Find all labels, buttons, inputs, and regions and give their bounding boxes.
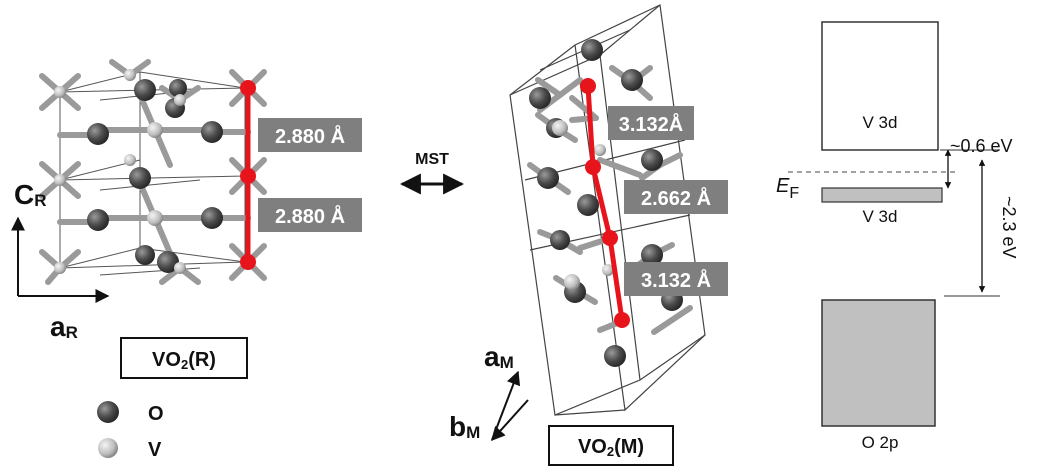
transition-arrow: MST <box>399 151 465 195</box>
legend-vanadium-label: V <box>148 439 162 461</box>
rutile-oxygen-atoms <box>87 79 223 273</box>
monoclinic-vv-chain <box>580 78 630 328</box>
monoclinic-bond-label-3: 3.132 Å <box>624 262 728 296</box>
rutile-phase-box: VO2(R) <box>120 337 248 379</box>
monoclinic-bond-label-2: 2.662 Å <box>624 180 728 214</box>
svg-text:3.132Å: 3.132Å <box>619 112 684 136</box>
axis-a-label: aR <box>50 311 78 342</box>
upper-v3d-band <box>821 21 939 151</box>
lower-v3d-label: V 3d <box>863 207 898 226</box>
o2p-label: O 2p <box>862 433 899 452</box>
axis-bM-label: bM <box>449 411 480 442</box>
legend-oxygen-swatch <box>97 401 119 423</box>
rutile-structure: 2.880 Å 2.880 Å <box>39 59 362 285</box>
legend-oxygen-label: O <box>148 403 164 425</box>
monoclinic-vanadium-atoms <box>552 120 614 290</box>
axis-aM-label: aM <box>484 341 514 372</box>
legend-vanadium-swatch <box>98 438 118 458</box>
monoclinic-phase-box: VO2(M) <box>548 425 674 466</box>
band-diagram: V 3d EF V 3d O 2p ~0.6 eV ~2.3 eV <box>776 21 1019 452</box>
svg-text:VO2(R): VO2(R) <box>152 349 216 372</box>
upper-v3d-label: V 3d <box>863 113 898 132</box>
monoclinic-structure: 3.132Å 2.662 Å 3.132 Å <box>509 4 728 416</box>
fermi-label: EF <box>776 175 799 202</box>
lower-v3d-band <box>821 187 943 203</box>
rutile-vv-chain <box>240 80 256 270</box>
monoclinic-bond-label-1: 3.132Å <box>608 106 694 140</box>
o2p-band <box>821 299 936 427</box>
rutile-cell-frame <box>59 71 246 276</box>
rutile-axes: CR aR <box>11 179 110 342</box>
mst-label: MST <box>415 151 449 168</box>
monoclinic-axes: aM bM <box>449 341 529 442</box>
svg-text:2.662 Å: 2.662 Å <box>641 186 711 210</box>
svg-text:2.880 Å: 2.880 Å <box>275 204 345 228</box>
small-gap-label: ~0.6 eV <box>950 136 1013 156</box>
large-gap-label: ~2.3 eV <box>999 196 1019 259</box>
rutile-vanadium-atoms <box>54 69 186 274</box>
svg-text:2.880 Å: 2.880 Å <box>275 124 345 148</box>
atom-legend: O V <box>97 401 164 461</box>
rutile-bond-label-1: 2.880 Å <box>258 118 362 152</box>
axis-c-label: CR <box>14 179 47 210</box>
svg-text:VO2(M): VO2(M) <box>578 436 644 459</box>
svg-text:3.132 Å: 3.132 Å <box>641 268 711 292</box>
rutile-bond-label-2: 2.880 Å <box>258 198 362 232</box>
